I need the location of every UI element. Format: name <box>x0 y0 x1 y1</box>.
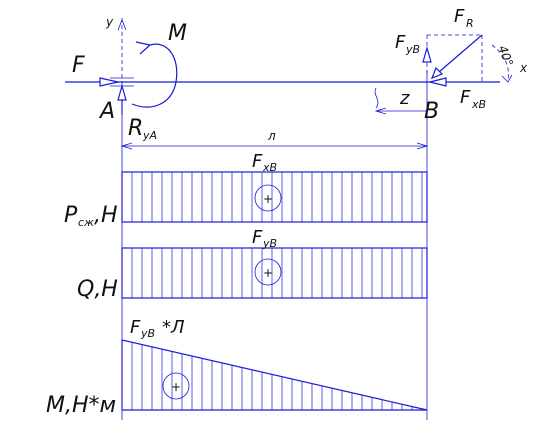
reaction-r-subscript: yA <box>142 129 157 142</box>
force-fr-subscript: R <box>466 17 474 30</box>
force-fr-label: F <box>454 6 465 27</box>
reaction-ra-arrow-icon <box>117 83 127 115</box>
y-axis-arrow-icon <box>117 18 127 31</box>
moment-sign-circle <box>162 372 190 400</box>
axial-diagram-rect <box>121 171 428 223</box>
axial-ylabel: P <box>64 203 78 228</box>
point-b-label: B <box>424 99 439 124</box>
axial-hatch <box>131 172 423 222</box>
break-mark <box>374 87 379 109</box>
length-arrow-right-icon <box>416 142 429 150</box>
axial-ylabel-unit: ,H <box>94 203 118 228</box>
force-fxb-label: F <box>460 87 471 108</box>
y-axis-label: y <box>105 15 114 29</box>
shear-title-subscript: yB <box>262 237 277 250</box>
moment-title-suffix: *Л <box>162 317 185 338</box>
angle-label: 40° <box>495 44 515 69</box>
shear-force-diagram: F yB + Q,H <box>77 227 428 302</box>
point-a-label: A <box>98 99 115 124</box>
force-fr-arrow-icon <box>430 34 483 80</box>
angle-arc <box>491 44 509 81</box>
force-fyb-subscript: yB <box>405 43 420 56</box>
axial-force-diagram: F xB + P сж ,H <box>64 151 428 229</box>
length-arrow-left-icon <box>120 142 133 150</box>
moment-sign: + <box>171 380 181 394</box>
angle-arrow-icon <box>501 74 513 83</box>
force-fxb-subscript: xB <box>471 98 486 111</box>
z-label: z <box>399 88 410 109</box>
moment-slope-line <box>121 339 428 411</box>
moment-title-subscript: yB <box>140 327 155 340</box>
beam-scheme: y F A R yA M F R <box>65 6 528 420</box>
moment-hatch <box>131 342 423 410</box>
moment-ylabel: M,H*м <box>46 393 116 418</box>
axial-sign-circle <box>254 184 282 212</box>
force-fyb-label: F <box>395 32 406 53</box>
moment-diagram: F yB *Л + M,H*м <box>46 317 428 418</box>
shear-sign-circle <box>254 258 282 286</box>
shear-sign: + <box>263 266 273 280</box>
force-fxb-arrow-icon <box>429 77 447 87</box>
length-label: л <box>267 129 276 143</box>
shear-diagram-rect <box>121 247 428 299</box>
axial-title-subscript: xB <box>262 161 277 174</box>
moment-title: F <box>130 317 141 338</box>
axial-ylabel-subscript: сж <box>78 216 94 229</box>
axial-sign: + <box>263 192 273 206</box>
force-f-arrow-icon <box>99 77 119 87</box>
x-axis-label: x <box>519 61 528 75</box>
force-fyb-arrow-icon <box>422 45 432 63</box>
moment-m-label: M <box>168 21 187 46</box>
axial-title: F <box>252 151 263 172</box>
shear-hatch <box>131 248 423 298</box>
force-f-label: F <box>72 53 85 78</box>
reaction-r-label: R <box>128 116 143 141</box>
moment-m-arrow-icon <box>131 41 178 108</box>
shear-ylabel: Q,H <box>77 277 118 302</box>
z-arrow-icon <box>374 107 387 115</box>
shear-title: F <box>252 227 263 248</box>
